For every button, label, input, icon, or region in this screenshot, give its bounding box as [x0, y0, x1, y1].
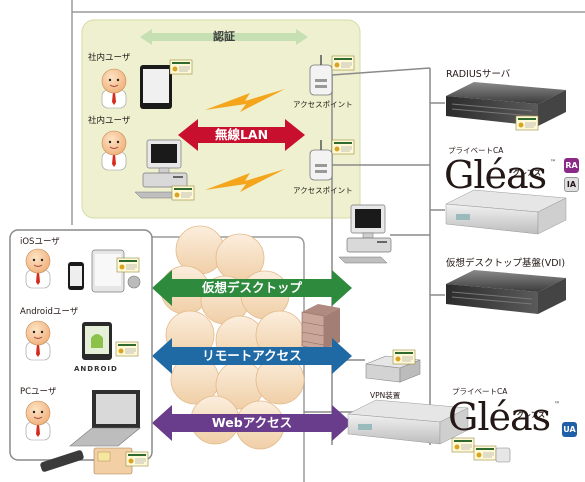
certificate-icon — [116, 257, 140, 273]
android-user-label: Androidユーザ — [20, 307, 79, 317]
trademark-2: ™ — [554, 401, 560, 408]
gleas-logo-1: Gléas — [444, 153, 547, 197]
certificate-icon — [451, 437, 475, 453]
private-ca-2-label: プライベートCA — [452, 387, 508, 396]
firewall-icon — [301, 304, 340, 351]
settings-gear-icon — [127, 275, 141, 289]
gleas-kana-1: グレアス — [513, 169, 541, 177]
remote-access-arrow — [152, 338, 352, 374]
ia-badge: IA — [564, 177, 579, 192]
lan-user-2-avatar — [101, 130, 127, 171]
wireless-lan-arrow — [178, 119, 305, 151]
network-line-ap1 — [331, 67, 431, 76]
remote-access-label: リモートアクセス — [202, 348, 302, 363]
lightning-bolt-icon — [205, 169, 285, 192]
certificate-icon — [125, 451, 149, 467]
virtual-desktop-arrow — [152, 270, 352, 306]
auth-label: 認証 — [213, 30, 235, 43]
web-access-label: Webアクセス — [211, 415, 293, 430]
web-access-arrow — [152, 405, 352, 441]
certificate-icon — [515, 115, 539, 131]
access-point-2-label: アクセスポイント — [293, 186, 353, 195]
lightning-bolt-icon — [205, 89, 285, 112]
vdi-label: 仮想デスクトップ基盤(VDI) — [446, 258, 566, 269]
ra-badge: RA — [564, 158, 579, 173]
pc-user-avatar — [25, 400, 51, 441]
android-wordmark: ANDROID — [74, 365, 118, 373]
inner-frame — [152, 236, 305, 482]
gleas-kana-2: グレアス — [517, 411, 545, 419]
ios-user-label: iOSユーザ — [20, 237, 60, 247]
outer-frame-top — [71, 0, 585, 13]
android-user-avatar — [25, 320, 51, 361]
usb-token-icon — [40, 450, 84, 472]
certificate-icon — [171, 185, 195, 201]
trademark-1: ™ — [550, 159, 556, 166]
pc-user-label: PCユーザ — [20, 387, 57, 397]
radius-server-icon — [445, 81, 567, 127]
vdi-server-icon — [445, 269, 567, 315]
auth-arrow — [140, 29, 308, 45]
gleas-logo-2: Gléas — [448, 395, 551, 439]
wireless-lan-label: 無線LAN — [214, 127, 269, 142]
certificate-icon — [169, 59, 193, 75]
ua-badge: UA — [562, 422, 577, 437]
virtual-desktop-label: 仮想デスクトップ — [201, 280, 302, 295]
access-point-1-label: アクセスポイント — [293, 100, 353, 109]
certificate-icon — [473, 445, 497, 461]
lan-user-1-label: 社内ユーザ — [88, 53, 131, 63]
ios-user-avatar — [25, 248, 51, 289]
lan-user-1-avatar — [101, 68, 127, 109]
certificate-icon — [115, 341, 139, 357]
radius-server-label: RADIUSサーバ — [446, 69, 511, 80]
lan-user-2-label: 社内ユーザ — [88, 116, 131, 126]
vpn-label: VPN装置 — [370, 391, 401, 400]
certificate-icon — [331, 139, 355, 155]
certificate-icon — [392, 349, 416, 365]
private-ca-1-label: プライベートCA — [448, 146, 504, 155]
certificate-icon — [331, 55, 355, 71]
laptop-icon — [69, 390, 141, 447]
settings-gear-icon — [495, 447, 511, 463]
